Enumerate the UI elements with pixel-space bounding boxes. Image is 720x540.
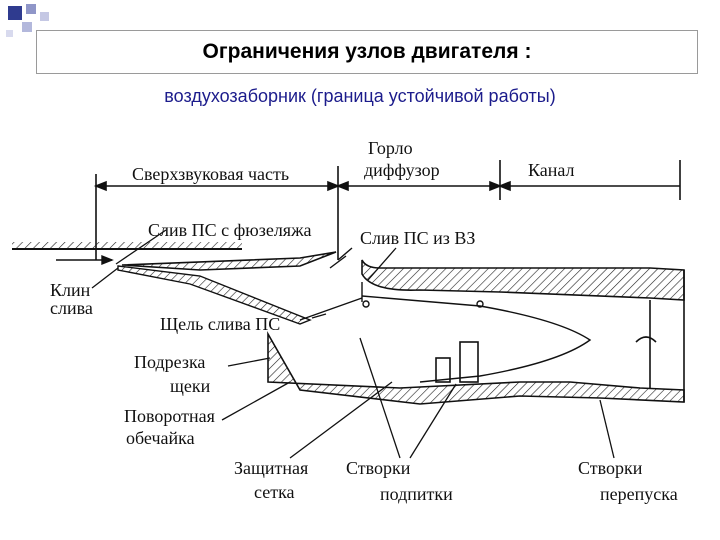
dimension-line — [93, 160, 681, 260]
flow-indicators — [56, 247, 353, 319]
diagram-labels: Сверхзвуковая часть Горло диффузор Канал… — [50, 138, 678, 504]
label-bleed-wedge-1: Клин — [50, 280, 91, 300]
makeup-doors — [435, 341, 479, 383]
label-intake-bleed: Слив ПС из ВЗ — [360, 228, 475, 248]
intake-diagram: Сверхзвуковая часть Горло диффузор Канал… — [12, 138, 685, 504]
diffuser-body — [299, 282, 592, 383]
label-protective-grid-1: Защитная — [234, 458, 308, 478]
bleed-wedge — [117, 265, 312, 325]
intake-lower-wall — [267, 330, 685, 405]
label-bypass-doors-2: перепуска — [600, 484, 678, 504]
label-protective-grid-2: сетка — [254, 482, 295, 502]
label-rotary-shell-2: обечайка — [126, 428, 195, 448]
label-makeup-doors-2: подпитки — [380, 484, 453, 504]
label-bleed-wedge-2: слива — [50, 298, 93, 318]
label-supersonic-part: Сверхзвуковая часть — [132, 164, 289, 184]
label-bleed-slot: Щель слива ПС — [160, 314, 280, 334]
label-diffuser: диффузор — [364, 160, 440, 180]
label-makeup-doors-1: Створки — [346, 458, 411, 478]
label-cheek-cut-1: Подрезка — [134, 352, 205, 372]
label-fuselage-bleed: Слив ПС с фюзеляжа — [148, 220, 312, 240]
channel-outlet — [635, 270, 685, 402]
label-bypass-doors-1: Створки — [578, 458, 643, 478]
label-channel: Канал — [528, 160, 575, 180]
slide-subtitle: воздухозаборник (граница устойчивой рабо… — [164, 86, 556, 106]
fuselage-surface — [12, 242, 242, 250]
intake-upper-wall — [121, 251, 685, 301]
slide-title: Ограничения узлов двигателя : — [36, 30, 698, 74]
label-throat: Горло — [368, 138, 413, 158]
leader-lines — [91, 229, 615, 459]
label-rotary-shell-1: Поворотная — [124, 406, 215, 426]
corner-decoration — [0, 0, 60, 50]
label-cheek-cut-2: щеки — [170, 376, 211, 396]
